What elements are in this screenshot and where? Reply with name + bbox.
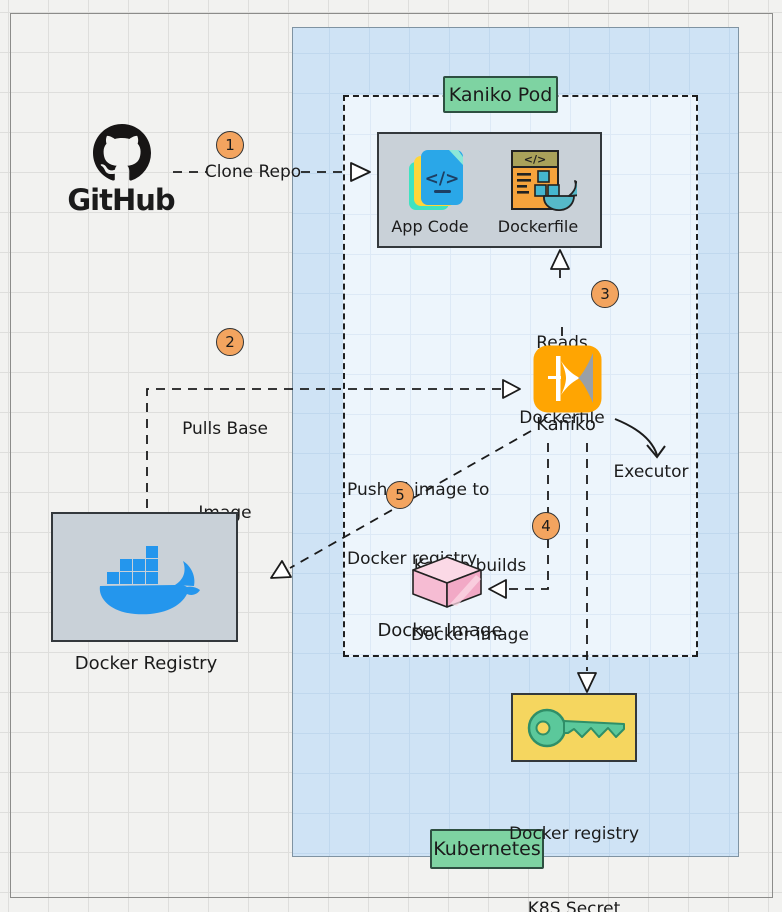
arrowhead-right-into-kaniko [502, 379, 521, 399]
docker-image-label: Docker Image [377, 620, 503, 641]
k8s-secret-line1: Docker registry [508, 824, 640, 844]
step-2-line1: Pulls Base [182, 419, 268, 439]
step-1-badge: 1 [216, 131, 244, 159]
outer-frame [10, 13, 773, 898]
kubernetes-label-text: Kubernetes [433, 838, 541, 860]
step-4-number: 4 [541, 517, 551, 535]
step-5-badge: 5 [386, 481, 414, 509]
docker-whale-icon [99, 546, 200, 615]
step-3-badge: 3 [591, 280, 619, 308]
dockerfile-document-icon: </> [511, 150, 577, 211]
kaniko-pod-label-text: Kaniko Pod [448, 83, 553, 106]
key-icon [527, 708, 625, 748]
arrowhead-down-into-secret [577, 672, 597, 693]
k8s-secret-label: Docker registry K8S Secret [509, 772, 639, 912]
cube-icon [412, 556, 482, 608]
docker-registry-label: Docker Registry [74, 653, 218, 674]
executor-arrow [614, 418, 658, 456]
kaniko-pod-label: Kaniko Pod [443, 76, 558, 113]
executor-arrowhead [646, 444, 666, 459]
step-3-line2: Dockerfile [519, 408, 605, 428]
kaniko-logo-icon [533, 345, 602, 413]
step-3-number: 3 [600, 285, 610, 303]
step-5-line1: Pushed image to [347, 480, 490, 500]
step-2-badge: 2 [216, 328, 244, 356]
app-code-label: App Code [391, 217, 469, 236]
arrowhead-right-into-pod [350, 162, 371, 182]
github-octocat-icon [93, 124, 151, 181]
dockerfile-label: Dockerfile [497, 217, 579, 236]
builds-image-line [508, 443, 549, 590]
arrowhead-into-registry [270, 560, 292, 579]
svg-text:</>: </> [524, 153, 546, 166]
k8s-secret-line2: K8S Secret [527, 899, 621, 912]
step-4-label: Kaniko builds Docker image [411, 509, 529, 693]
svg-text:</>: </> [425, 169, 460, 189]
step-4-line2: Docker image [411, 625, 529, 645]
step-5-number: 5 [395, 486, 405, 504]
step-1-label: Clone Repo [204, 162, 302, 182]
kubernetes-label: Kubernetes [430, 829, 544, 869]
step-4-badge: 4 [532, 512, 560, 540]
executor-label: Executor [613, 462, 689, 482]
arrowhead-left-into-cube [488, 579, 507, 599]
arrowhead-up-into-artifacts [550, 249, 570, 270]
kaniko-label: Kaniko [536, 414, 596, 435]
step-1-number: 1 [225, 136, 235, 154]
github-wordmark: GitHub [67, 183, 175, 217]
code-files-icon: </> [409, 150, 463, 210]
push-registry-line [289, 430, 532, 569]
step-2-number: 2 [225, 333, 235, 351]
pulls-base-line [146, 388, 501, 508]
reads-dockerfile-line [559, 270, 563, 343]
